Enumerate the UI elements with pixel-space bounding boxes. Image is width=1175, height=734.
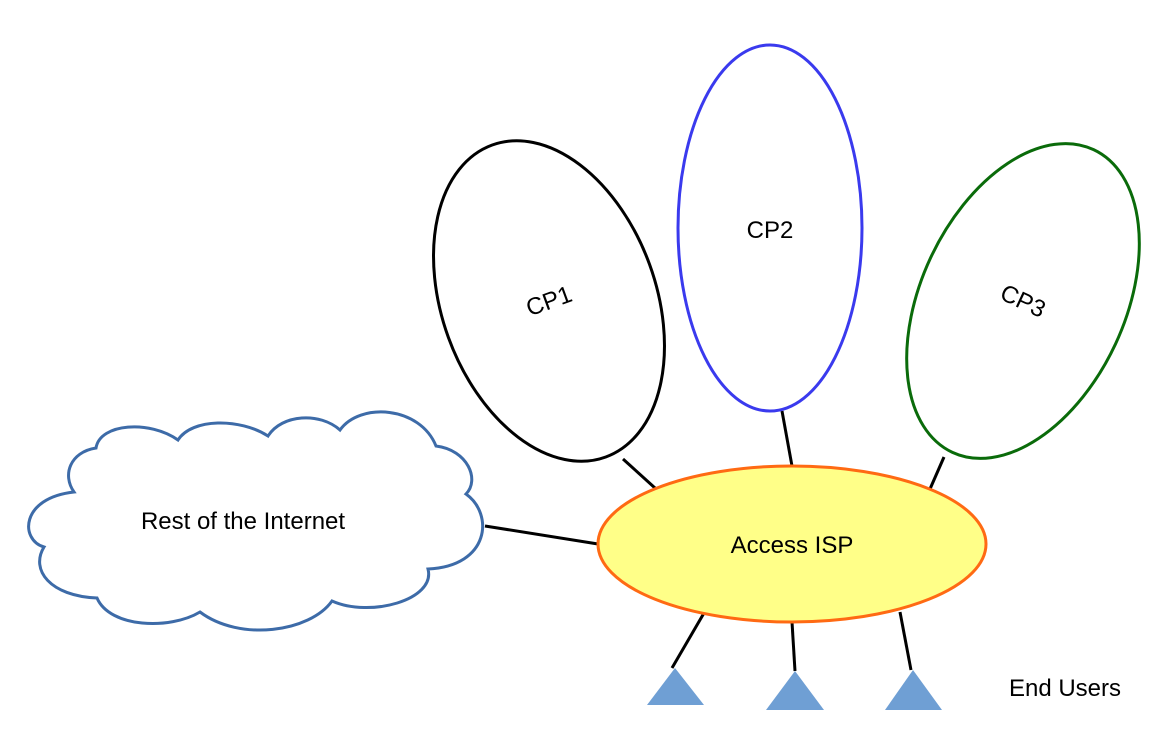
cp2-ellipse — [676, 43, 864, 413]
access-isp-ellipse — [596, 464, 988, 624]
connector-lines — [484, 410, 946, 672]
end-user-3-icon — [885, 670, 942, 710]
edge-isp-cp1 — [621, 457, 657, 490]
access-isp-node: Access ISP — [596, 464, 988, 624]
end-users: End Users — [647, 668, 1121, 710]
end-users-label: End Users — [1009, 675, 1121, 702]
edge-isp-end-user-3 — [898, 611, 913, 671]
edge-isp-internet — [484, 524, 599, 546]
cp2-label: CP2 — [747, 217, 794, 244]
edge-isp-end-user-1 — [670, 612, 706, 669]
edge-isp-end-user-2 — [790, 621, 797, 672]
cp1-node: CP1 — [432, 139, 666, 463]
cp3-node: CP3 — [905, 142, 1141, 460]
cp1-ellipse — [432, 139, 666, 463]
end-user-1-icon — [647, 668, 704, 705]
end-user-2-icon — [766, 671, 824, 710]
internet-cloud-shape — [27, 410, 485, 632]
internet-label: Rest of the Internet — [141, 508, 345, 535]
internet-cloud: Rest of the Internet — [27, 410, 485, 632]
edge-isp-cp3 — [928, 456, 946, 490]
cp3-ellipse — [905, 142, 1141, 460]
cp2-node: CP2 — [676, 43, 864, 413]
edge-isp-cp2 — [780, 410, 794, 467]
access-isp-label: Access ISP — [731, 532, 854, 559]
